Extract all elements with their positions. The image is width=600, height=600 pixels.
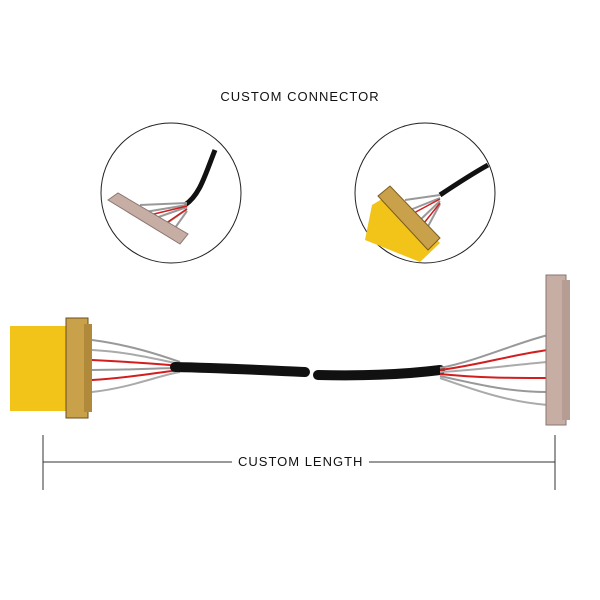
left-connector (10, 317, 92, 419)
black-cable (170, 362, 445, 381)
right-connector-detail (354, 122, 496, 264)
right-connector (545, 274, 570, 426)
left-wire-fan (91, 339, 181, 393)
custom-length-label: CUSTOM LENGTH (232, 454, 370, 469)
left-connector-detail (100, 122, 242, 264)
custom-connector-label: CUSTOM CONNECTOR (220, 89, 380, 104)
right-wire-fan (439, 334, 549, 406)
